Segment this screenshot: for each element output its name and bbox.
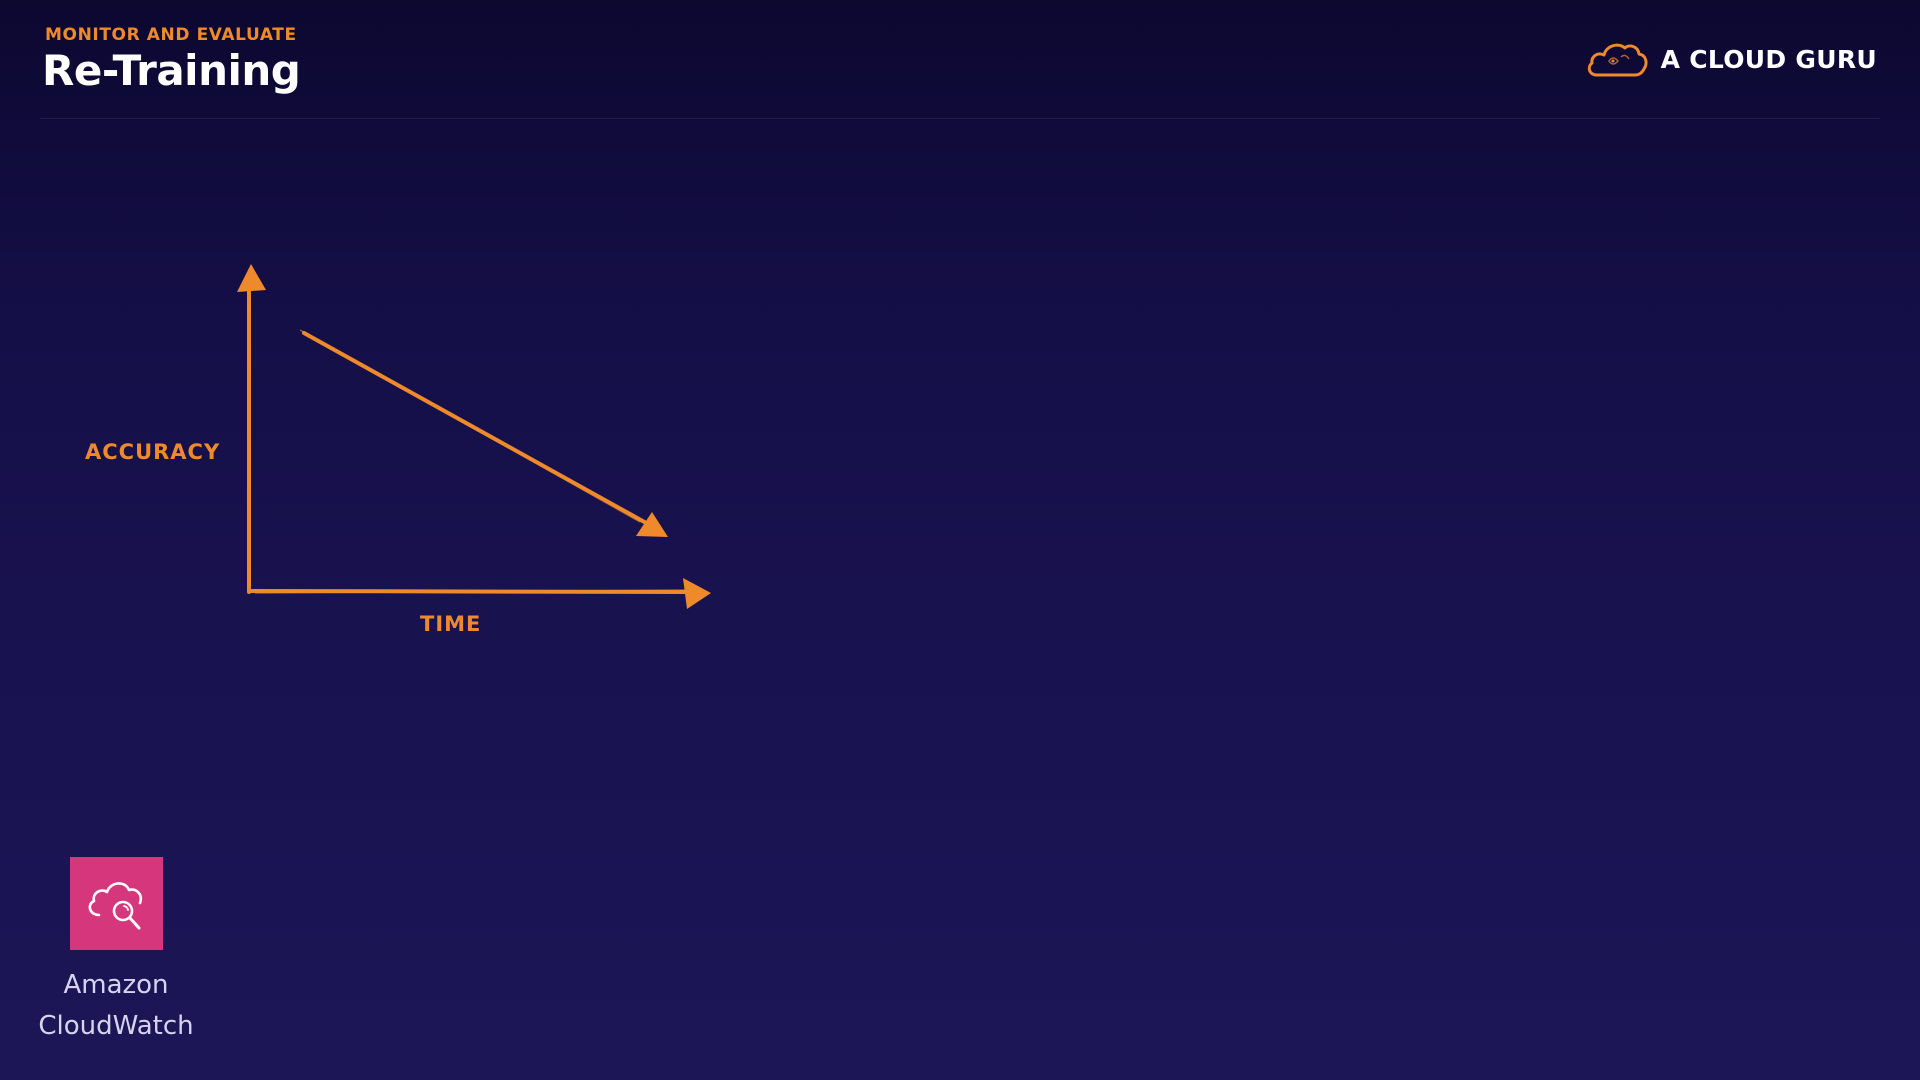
service-name-line-1: Amazon: [63, 970, 169, 1000]
x-axis: [247, 578, 711, 609]
page-title: Re-Training: [42, 46, 301, 95]
x-axis-arrowhead: [683, 578, 711, 609]
header-divider: [40, 118, 1880, 119]
decline-trend-arrow: [299, 329, 668, 537]
cloud-logo-icon: [1587, 43, 1648, 77]
y-axis-label: ACCURACY: [85, 440, 221, 464]
service-name: Amazon CloudWatch: [30, 965, 202, 1047]
service-tile: [69, 857, 163, 950]
y-axis-arrowhead: [237, 264, 266, 292]
brand: A CLOUD GURU: [1585, 36, 1877, 82]
eyebrow-label: MONITOR AND EVALUATE: [45, 25, 297, 45]
brand-name: A CLOUD GURU: [1660, 44, 1877, 74]
service-name-line-2: CloudWatch: [38, 1011, 194, 1041]
y-axis: [237, 264, 266, 594]
cloudwatch-icon: [88, 881, 143, 929]
trend-arrowhead: [636, 512, 668, 537]
service-cloudwatch: Amazon CloudWatch: [30, 857, 202, 1047]
x-axis-label: TIME: [420, 612, 482, 636]
